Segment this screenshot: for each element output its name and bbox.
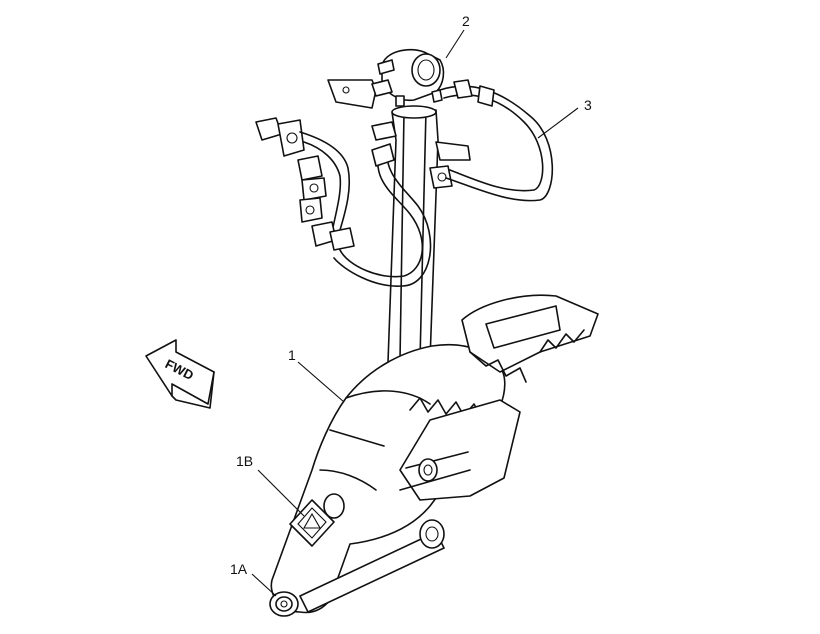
callout-label-3: 3	[584, 97, 592, 113]
pedal-assembly	[269, 294, 599, 617]
hydraulic-hoses	[255, 79, 554, 287]
callout-2: 2	[445, 13, 470, 59]
callout-1: 1	[288, 347, 345, 403]
support-column	[371, 105, 471, 363]
callout-label-1b: 1B	[236, 453, 253, 469]
fwd-direction-arrow: FWD	[145, 339, 215, 409]
callout-label-1a: 1A	[230, 561, 248, 577]
pivot-pin	[269, 591, 299, 617]
hydraulic-valve-assembly	[327, 48, 445, 109]
callout-1b: 1B	[236, 453, 305, 517]
callout-label-2: 2	[462, 13, 470, 29]
warning-decal	[289, 499, 335, 547]
callout-label-1: 1	[288, 347, 296, 363]
callout-1a: 1A	[230, 561, 277, 597]
callout-3: 3	[537, 97, 592, 139]
